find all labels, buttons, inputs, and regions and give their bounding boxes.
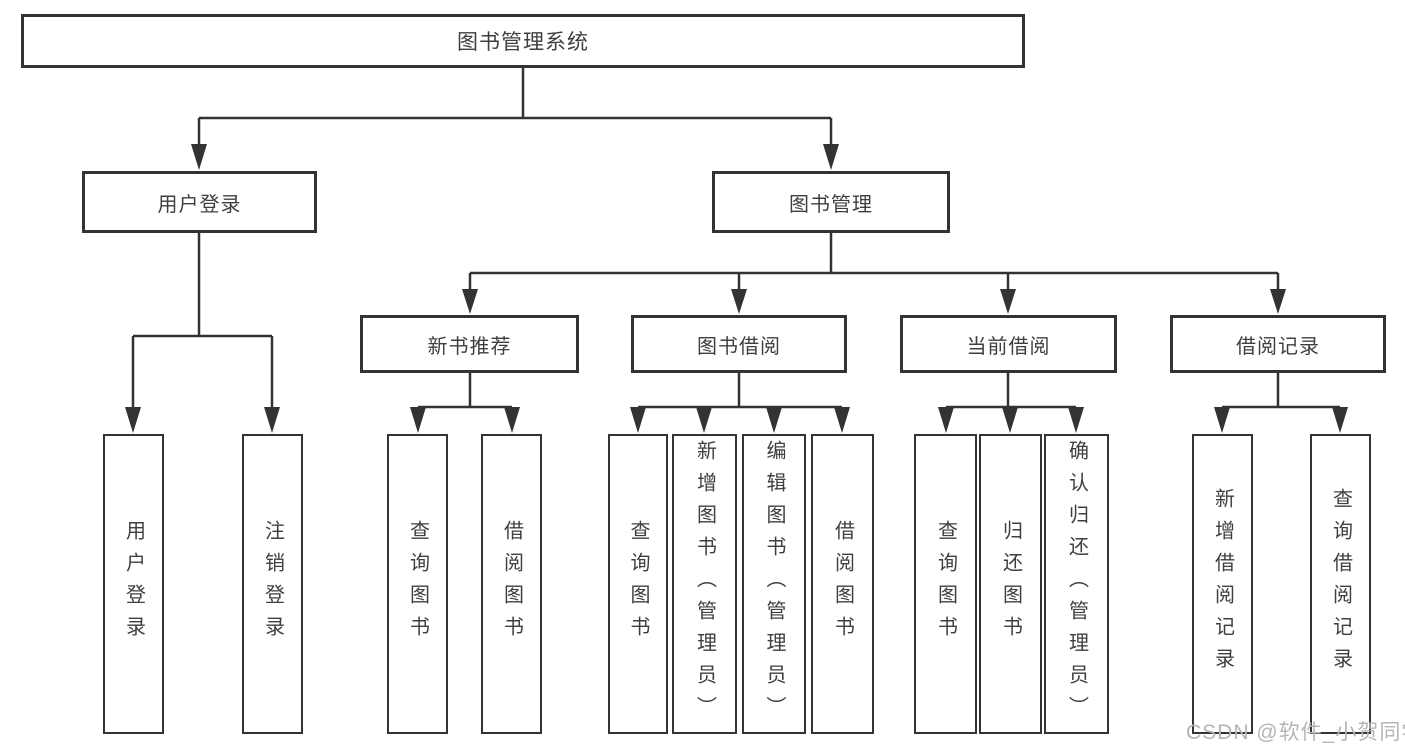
- node-label: 注销登录: [261, 520, 284, 648]
- leaf-query-borrow-record: 查询借阅记录: [1310, 434, 1371, 734]
- node-label: 归还图书: [999, 520, 1022, 648]
- arrowhead-icons: [125, 144, 1348, 433]
- node-label: 查询图书: [627, 520, 649, 648]
- leaf-confirm-return-admin: 确认归还（管理员）: [1044, 434, 1109, 734]
- node-label: 用户登录: [157, 193, 242, 216]
- node-book-borrow: 图书借阅: [631, 315, 847, 373]
- node-borrow-record: 借阅记录: [1170, 315, 1386, 373]
- node-label: 确认归还（管理员）: [1065, 440, 1088, 728]
- leaf-borrow-books-1: 借阅图书: [481, 434, 542, 734]
- leaf-query-books-3: 查询图书: [914, 434, 977, 734]
- leaf-add-books-admin: 新增图书（管理员）: [672, 434, 737, 734]
- node-label: 图书管理: [789, 193, 873, 216]
- leaf-edit-books-admin: 编辑图书（管理员）: [742, 434, 806, 734]
- csdn-watermark: CSDN @软件_小贺同学: [1186, 721, 1405, 744]
- node-root: 图书管理系统: [21, 14, 1025, 68]
- node-label: 查询借阅记录: [1329, 488, 1352, 680]
- node-label: 编辑图书（管理员）: [763, 440, 785, 728]
- node-user-login: 用户登录: [82, 171, 317, 233]
- leaf-query-books-1: 查询图书: [387, 434, 448, 734]
- node-label: 当前借阅: [966, 335, 1051, 358]
- node-label: 借阅图书: [500, 520, 523, 648]
- leaf-return-books: 归还图书: [979, 434, 1042, 734]
- node-label: 图书借阅: [697, 335, 781, 358]
- node-label: 借阅图书: [831, 520, 854, 648]
- node-current-borrow: 当前借阅: [900, 315, 1117, 373]
- node-label: 新增图书（管理员）: [693, 440, 716, 728]
- node-label: 新增借阅记录: [1211, 488, 1234, 680]
- node-new-book-recommend: 新书推荐: [360, 315, 579, 373]
- leaf-logout: 注销登录: [242, 434, 303, 734]
- node-label: 查询图书: [934, 520, 957, 648]
- node-label: 图书管理系统: [457, 31, 589, 54]
- node-label: 新书推荐: [427, 335, 512, 358]
- leaf-borrow-books-2: 借阅图书: [811, 434, 874, 734]
- node-label: 借阅记录: [1236, 335, 1320, 358]
- node-book-management: 图书管理: [712, 171, 950, 233]
- node-label: 查询图书: [406, 520, 429, 648]
- node-label: 用户登录: [122, 520, 145, 648]
- leaf-user-login: 用户登录: [103, 434, 164, 734]
- leaf-query-books-2: 查询图书: [608, 434, 668, 734]
- leaf-add-borrow-record: 新增借阅记录: [1192, 434, 1253, 734]
